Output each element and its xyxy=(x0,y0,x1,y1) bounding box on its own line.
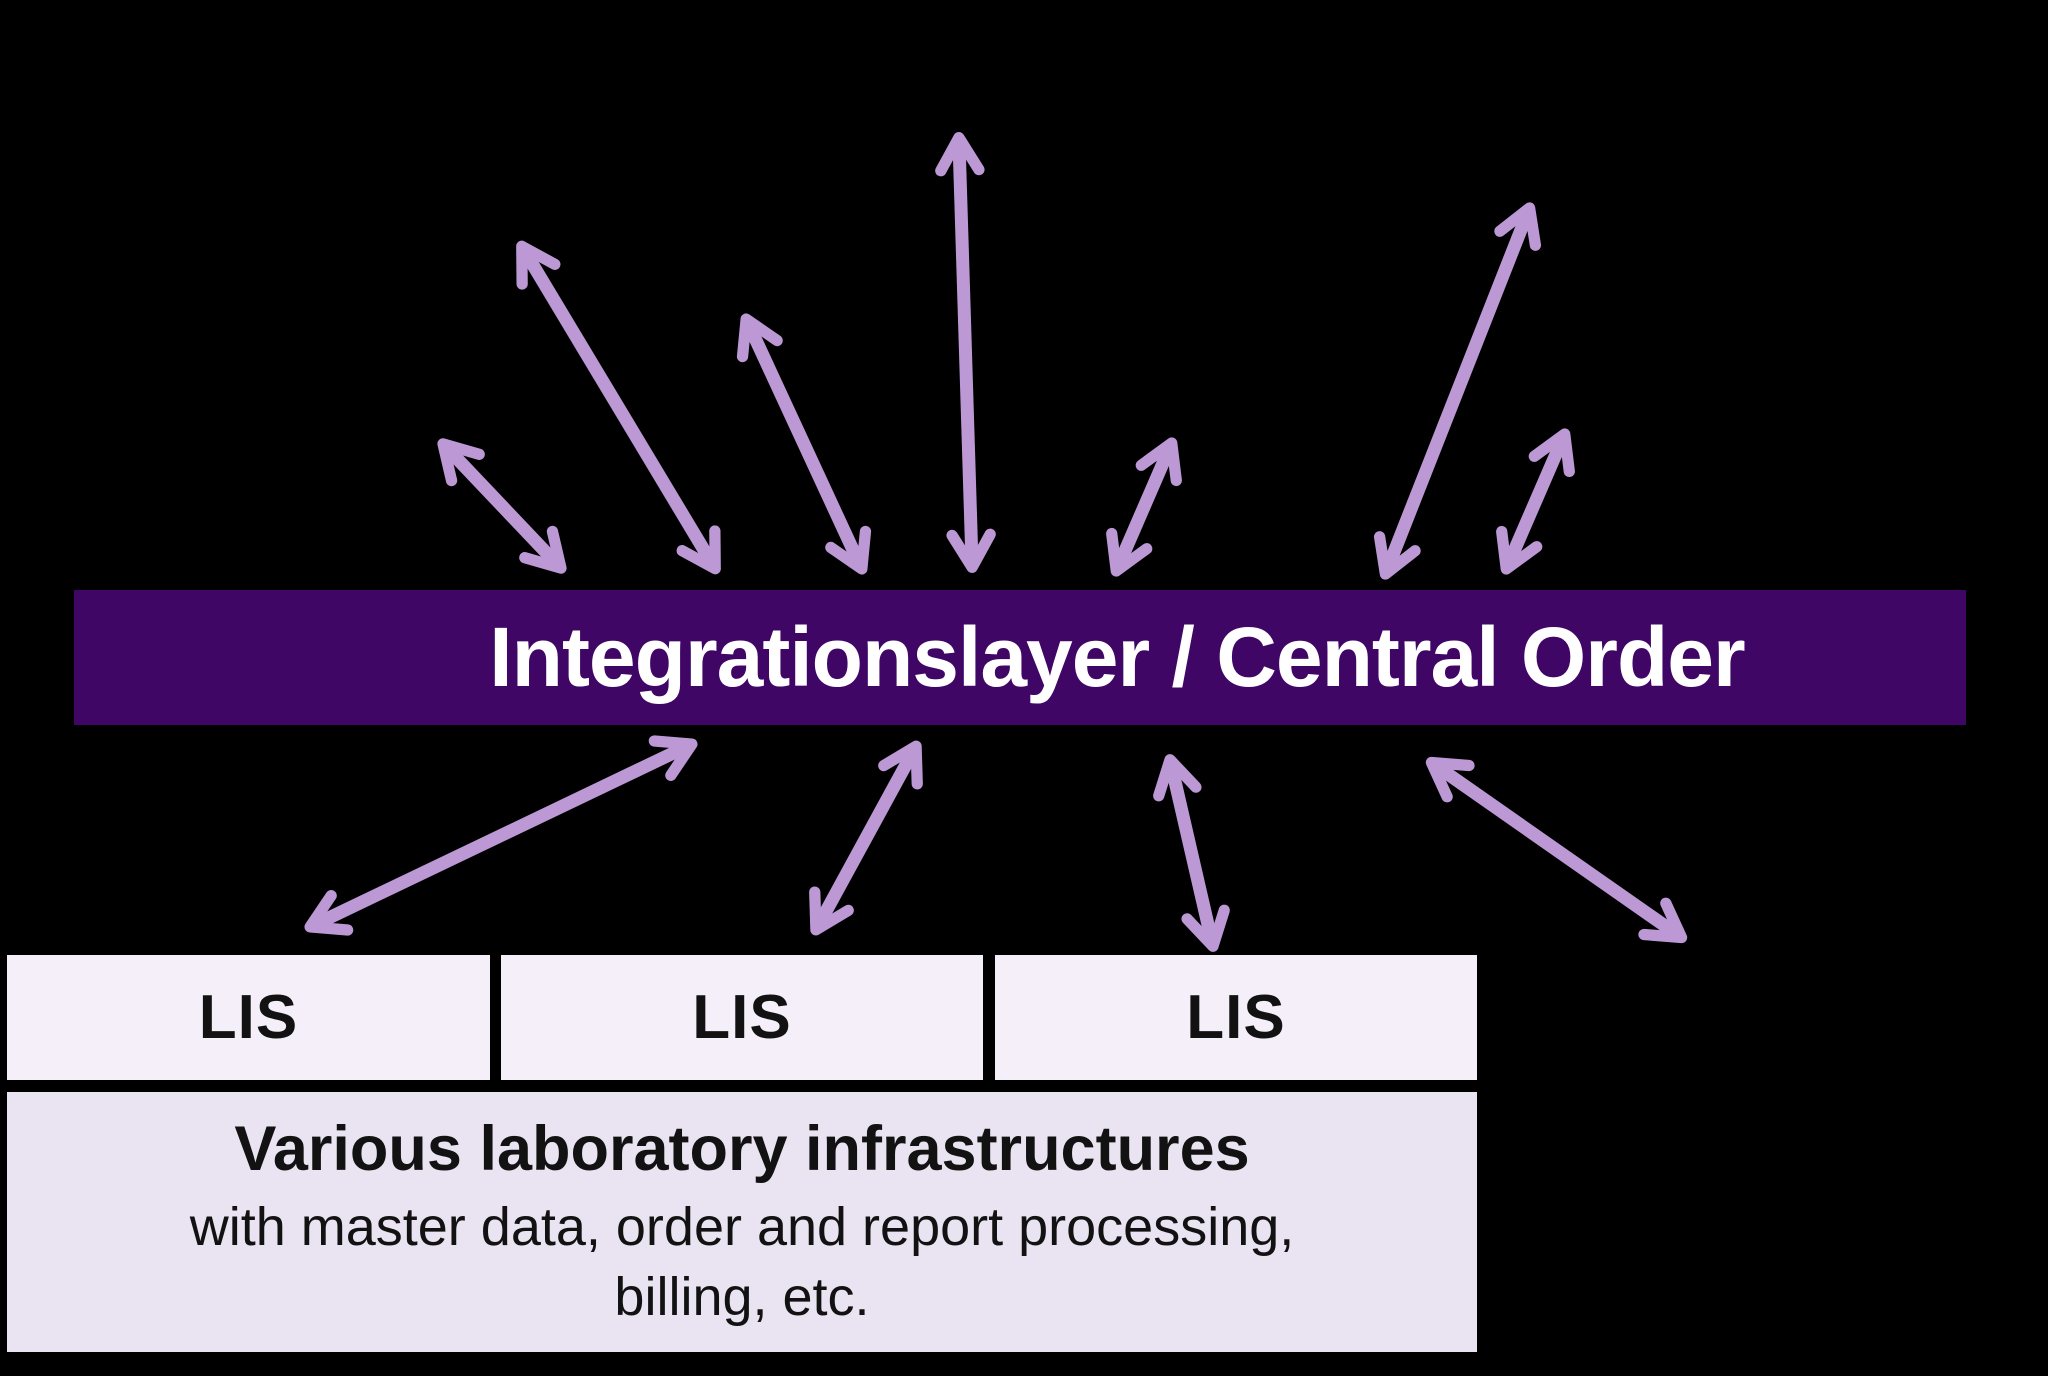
lis-box-1-label: LIS xyxy=(198,983,299,1052)
lis-box-2-label: LIS xyxy=(692,983,792,1052)
lis-box-2: LIS xyxy=(501,955,983,1080)
integration-layer-banner: Integrationslayer / Central Order xyxy=(74,590,1966,725)
double-arrow xyxy=(1153,754,1230,952)
lis-box-1: LIS xyxy=(7,955,490,1080)
double-arrow xyxy=(516,240,721,575)
infrastructure-box: Various laboratory infrastructures with … xyxy=(7,1092,1477,1352)
double-arrow xyxy=(736,313,872,575)
double-arrow xyxy=(1373,202,1542,580)
infrastructure-line2: with master data, order and report proce… xyxy=(189,1197,1295,1258)
double-arrow xyxy=(437,438,567,574)
banner-label: Integrationslayer / Central Order xyxy=(489,610,1745,704)
double-arrow xyxy=(809,740,923,936)
double-arrow xyxy=(304,735,698,936)
double-arrow xyxy=(935,132,996,573)
lis-box-3-label: LIS xyxy=(1186,983,1286,1052)
infrastructure-title: Various laboratory infrastructures xyxy=(234,1114,1250,1185)
double-arrow xyxy=(1425,756,1688,944)
double-arrow xyxy=(1496,428,1575,575)
infrastructure-line3: billing, etc. xyxy=(614,1267,870,1328)
double-arrow xyxy=(1106,437,1182,577)
lis-box-3: LIS xyxy=(995,955,1477,1080)
